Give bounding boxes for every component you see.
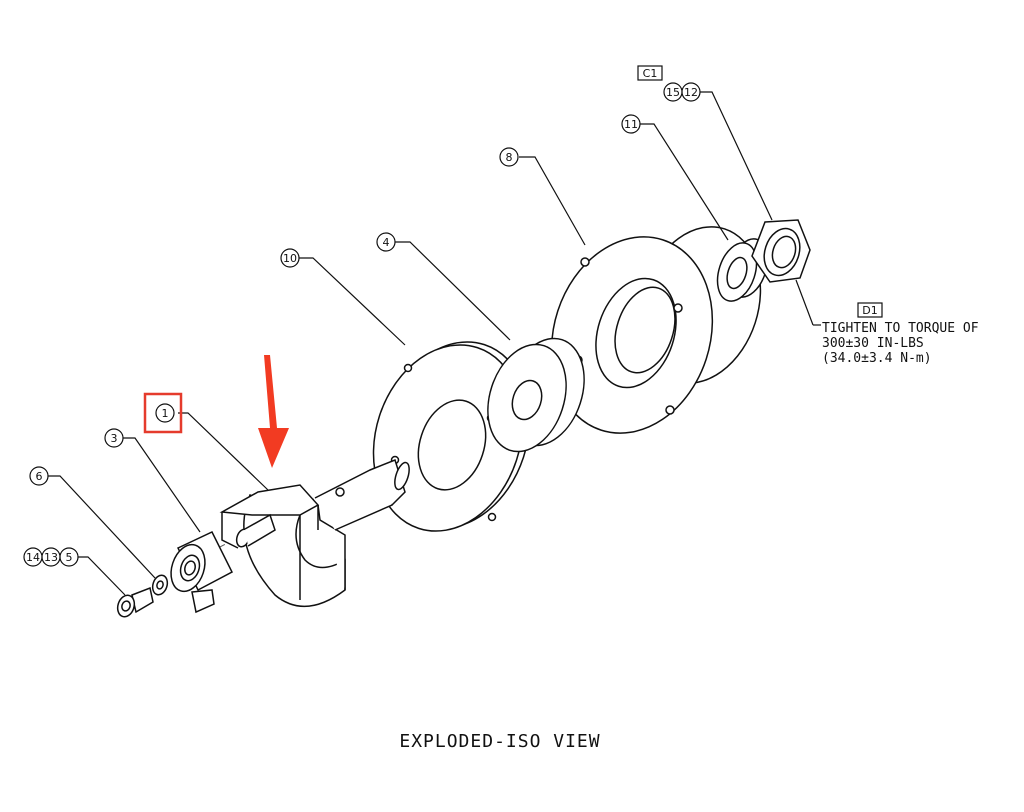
svg-text:3: 3 bbox=[111, 432, 118, 445]
svg-text:6: 6 bbox=[36, 470, 43, 483]
highlight-box bbox=[143, 392, 183, 434]
part-11-washer bbox=[716, 238, 769, 302]
svg-text:13: 13 bbox=[44, 551, 58, 564]
part-10-flange-plate bbox=[372, 341, 531, 532]
balloon-1: 1 bbox=[155, 403, 175, 423]
balloon-8: 8 bbox=[499, 147, 519, 167]
svg-text:C1: C1 bbox=[643, 67, 658, 80]
svg-text:1: 1 bbox=[162, 407, 169, 420]
part-4-spacer-ring bbox=[487, 337, 585, 453]
balloon-12: 12 bbox=[681, 82, 701, 102]
svg-text:12: 12 bbox=[684, 86, 698, 99]
flag-d1: D1 bbox=[857, 302, 883, 318]
svg-text:8: 8 bbox=[506, 151, 513, 164]
part-8-flange-housing bbox=[550, 226, 762, 434]
svg-text:10: 10 bbox=[283, 252, 297, 265]
part-1-crank-arm bbox=[219, 459, 410, 607]
part-5-cap-screw bbox=[116, 586, 154, 618]
svg-text:5: 5 bbox=[66, 551, 73, 564]
balloon-5: 5 bbox=[59, 547, 79, 567]
balloon-11: 11 bbox=[621, 114, 641, 134]
torque-note-line-1: TIGHTEN TO TORQUE OF bbox=[822, 321, 979, 336]
svg-text:D1: D1 bbox=[862, 304, 877, 317]
torque-note-line-3: (34.0±3.4 N-m) bbox=[822, 351, 932, 366]
balloon-6: 6 bbox=[29, 466, 49, 486]
balloon-4: 4 bbox=[376, 232, 396, 252]
balloon-13: 13 bbox=[41, 547, 61, 567]
flag-c1: C1 bbox=[637, 65, 663, 81]
balloon-15: 15 bbox=[663, 82, 683, 102]
view-title: EXPLODED-ISO VIEW bbox=[399, 731, 600, 752]
torque-note-line-2: 300±30 IN-LBS bbox=[822, 336, 924, 351]
down-arrow-icon bbox=[258, 355, 289, 468]
leader-lines bbox=[48, 91, 821, 596]
svg-text:11: 11 bbox=[624, 118, 638, 131]
svg-text:14: 14 bbox=[26, 551, 40, 564]
balloon-14: 14 bbox=[23, 547, 43, 567]
part-6-small-washer bbox=[151, 574, 169, 596]
svg-text:15: 15 bbox=[666, 86, 680, 99]
balloon-10: 10 bbox=[280, 248, 300, 268]
svg-text:4: 4 bbox=[383, 236, 390, 249]
balloon-3: 3 bbox=[104, 428, 124, 448]
part-12-hex-nut bbox=[751, 219, 811, 283]
part-3-roller bbox=[170, 531, 233, 614]
torque-note: TIGHTEN TO TORQUE OF 300±30 IN-LBS (34.0… bbox=[822, 321, 979, 366]
